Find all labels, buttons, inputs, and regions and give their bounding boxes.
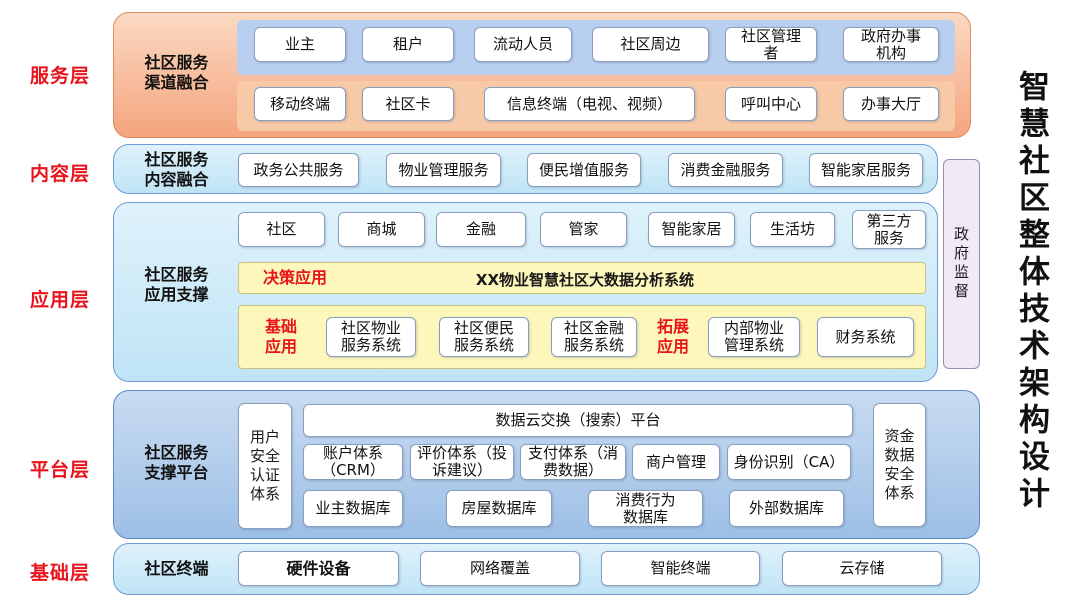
basic-application-label-line1: 基础 xyxy=(264,317,297,336)
government-supervision-text: 政府监督 xyxy=(952,226,970,302)
decision-application-bar xyxy=(238,262,926,294)
content-band-title-line2: 内容融合 xyxy=(144,170,209,189)
database-chip: 业主数据库 xyxy=(303,490,403,527)
layer-label-service: 服务层 xyxy=(29,65,90,87)
service-band-title-line2: 渠道融合 xyxy=(144,73,209,92)
layer-label-application: 应用层 xyxy=(29,289,90,311)
user-security-auth-text: 用户安全认证体系 xyxy=(249,428,280,503)
app-module-chip: 金融 xyxy=(436,212,526,247)
data-cloud-exchange-platform: 数据云交换（搜索）平台 xyxy=(303,404,853,437)
layer-label-platform: 平台层 xyxy=(29,459,90,481)
extended-system-chip: 内部物业管理系统 xyxy=(708,317,800,357)
fund-data-security-text: 资金数据安全体系 xyxy=(884,427,915,502)
service-user-chip: 社区周边 xyxy=(592,27,709,62)
app-module-chip: 管家 xyxy=(540,212,627,247)
basic-system-chip: 社区物业服务系统 xyxy=(326,317,416,357)
platform-band-title-line2: 支撑平台 xyxy=(144,463,209,482)
foundation-band-title: 社区终端 xyxy=(144,559,209,578)
database-chip: 房屋数据库 xyxy=(446,490,552,527)
platform-system-chip: 商户管理 xyxy=(632,444,720,480)
database-chip: 外部数据库 xyxy=(729,490,844,527)
service-channel-chip: 移动终端 xyxy=(254,87,346,121)
service-channel-chip: 信息终端（电视、视频） xyxy=(484,87,695,121)
app-module-chip: 智能家居 xyxy=(648,212,735,247)
content-service-chip: 智能家居服务 xyxy=(809,153,923,187)
service-user-chip: 流动人员 xyxy=(474,27,572,62)
platform-band-title: 社区服务 支撑平台 xyxy=(124,443,229,483)
extended-application-label-line1: 拓展 xyxy=(656,317,689,336)
content-service-chip: 便民增值服务 xyxy=(527,153,641,187)
service-channel-chip: 呼叫中心 xyxy=(725,87,817,121)
foundation-item-chip: 网络覆盖 xyxy=(420,551,580,586)
extended-application-label-line2: 应用 xyxy=(656,337,689,356)
service-user-chip: 政府办事机构 xyxy=(843,27,939,62)
service-user-chip: 业主 xyxy=(254,27,346,62)
app-module-chip: 社区 xyxy=(238,212,325,247)
application-band-title-line2: 应用支撑 xyxy=(144,285,209,304)
decision-system-title: XX物业智慧社区大数据分析系统 xyxy=(475,271,695,289)
basic-system-chip: 社区便民服务系统 xyxy=(439,317,529,357)
foundation-item-chip: 硬件设备 xyxy=(238,551,399,586)
extended-application-label: 拓展 应用 xyxy=(644,317,702,357)
application-band-title-line1: 社区服务 xyxy=(144,265,209,284)
content-service-chip: 政务公共服务 xyxy=(238,153,359,187)
layer-label-foundation: 基础层 xyxy=(29,562,90,584)
extended-system-chip: 财务系统 xyxy=(817,317,914,357)
main-title: 智慧社区整体技术架构设计 xyxy=(1013,70,1049,514)
basic-application-label: 基础 应用 xyxy=(250,317,312,357)
platform-system-chip: 支付体系（消费数据） xyxy=(520,444,626,480)
platform-system-chip: 身份识别（CA） xyxy=(727,444,851,480)
user-security-auth-box: 用户安全认证体系 xyxy=(238,403,292,529)
fund-data-security-box: 资金数据安全体系 xyxy=(873,403,926,527)
service-user-chip: 租户 xyxy=(362,27,454,62)
platform-system-chip: 评价体系（投诉建议） xyxy=(410,444,514,480)
decision-application-label: 决策应用 xyxy=(262,268,327,287)
app-module-chip: 商城 xyxy=(338,212,425,247)
content-band-title: 社区服务 内容融合 xyxy=(124,150,229,190)
government-supervision-panel: 政府监督 xyxy=(943,159,980,369)
basic-system-chip: 社区金融服务系统 xyxy=(551,317,637,357)
service-user-chip: 社区管理者 xyxy=(725,27,817,62)
layer-label-content: 内容层 xyxy=(29,163,90,185)
service-channel-chip: 社区卡 xyxy=(362,87,454,121)
foundation-item-chip: 云存储 xyxy=(782,551,942,586)
content-band-title-line1: 社区服务 xyxy=(144,150,209,169)
foundation-item-chip: 智能终端 xyxy=(601,551,760,586)
application-band-title: 社区服务 应用支撑 xyxy=(124,265,229,305)
platform-band-title-line1: 社区服务 xyxy=(144,443,209,462)
content-service-chip: 物业管理服务 xyxy=(386,153,501,187)
app-module-chip: 生活坊 xyxy=(750,212,835,247)
service-channel-chip: 办事大厅 xyxy=(843,87,939,121)
app-module-chip: 第三方服务 xyxy=(852,210,926,249)
database-chip: 消费行为数据库 xyxy=(588,490,703,527)
platform-system-chip: 账户体系（CRM） xyxy=(303,444,403,480)
service-band-title-line1: 社区服务 xyxy=(144,53,209,72)
content-service-chip: 消费金融服务 xyxy=(668,153,783,187)
service-band-title: 社区服务 渠道融合 xyxy=(124,53,229,93)
basic-application-label-line2: 应用 xyxy=(264,337,297,356)
